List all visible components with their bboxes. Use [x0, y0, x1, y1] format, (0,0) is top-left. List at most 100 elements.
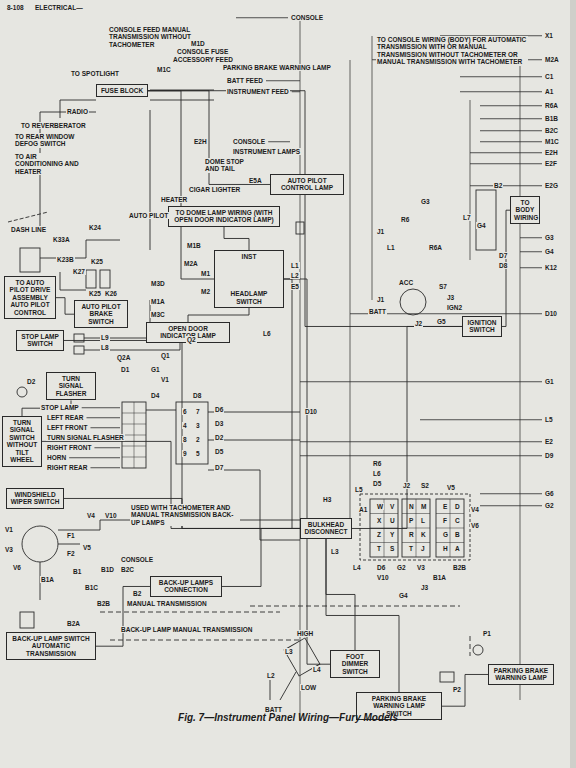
- wire-label: V6: [12, 564, 22, 571]
- wire-label: J1: [376, 296, 385, 303]
- wire-label: K12: [544, 264, 558, 271]
- wire-label: L8: [100, 344, 110, 351]
- wire-label: V: [389, 503, 395, 510]
- wire-label: Q2A: [116, 354, 131, 361]
- wire-label: D10: [304, 408, 318, 415]
- wire-label: D3: [214, 420, 224, 427]
- wire-connector: [284, 279, 330, 664]
- component-box: AUTO PILOT CONTROL LAMP: [270, 174, 344, 195]
- wire-label: R6: [400, 216, 410, 223]
- wire-label: MANUAL TRANSMISSION: [126, 600, 208, 607]
- wire-label: L4: [312, 666, 322, 673]
- wire-label: W: [376, 503, 384, 510]
- wire-label: M1C: [544, 138, 560, 145]
- wire-label: M2A: [544, 56, 560, 63]
- auto-pilot-control-symbol: [20, 248, 40, 272]
- wire-connector: [148, 91, 462, 327]
- component-label: BULKHEAD DISCONNECT: [304, 521, 348, 536]
- wire-label: R: [408, 531, 415, 538]
- wire-label: L4: [352, 564, 362, 571]
- wire-label: G4: [476, 222, 487, 229]
- wire-label: Y: [389, 531, 395, 538]
- wire-label: LEFT REAR: [46, 414, 84, 421]
- wire-label: CONSOLE: [120, 556, 154, 563]
- leader-line: [520, 237, 542, 238]
- leader-line: [480, 130, 542, 131]
- wire-label: E2: [544, 438, 554, 445]
- component-label: STOP LAMP SWITCH: [20, 333, 60, 348]
- wire-connector: [284, 279, 300, 528]
- wire-label: E2F: [544, 160, 558, 167]
- wire-label: B2C: [544, 127, 559, 134]
- wire-label: E5: [290, 283, 300, 290]
- wire-label: M1B: [186, 242, 202, 249]
- wire-label: M3D: [150, 280, 166, 287]
- wire-label: L: [420, 517, 426, 524]
- wire-label: BATT: [368, 308, 387, 315]
- wire-label: 3: [195, 422, 201, 429]
- wire-label: M3C: [150, 311, 166, 318]
- wire-connector: [148, 91, 270, 185]
- leader-line: [520, 251, 542, 252]
- wire-label: G5: [436, 318, 447, 325]
- wire-label: 8-108: [6, 4, 25, 11]
- component-box: BACK-UP LAMPS CONNECTION: [150, 576, 222, 597]
- wire-label: D7: [498, 252, 508, 259]
- wire-label: B1B: [544, 115, 559, 122]
- leader-line: [460, 91, 542, 92]
- component-box: TO AUTO PILOT DRIVE ASSEMBLYAUTO PILOT C…: [4, 276, 56, 319]
- wire-label: M1: [200, 270, 211, 277]
- wire-label: E5A: [248, 177, 263, 184]
- wire-label: 8: [182, 436, 188, 443]
- wire-label: LEFT FRONT: [46, 424, 88, 431]
- wire-label: V3: [416, 564, 426, 571]
- wire-label: G2: [396, 564, 407, 571]
- wire-label: A: [454, 545, 461, 552]
- brake-switch-symbol: [100, 270, 110, 288]
- component-label: PARKING BRAKE WARNING LAMP: [492, 667, 550, 682]
- wire-label: F2: [66, 550, 76, 557]
- leader-line: [90, 427, 120, 428]
- dash-line: [8, 212, 48, 222]
- wire-label: K25: [90, 258, 104, 265]
- wire-label: C1: [544, 73, 554, 80]
- wire-label: INSTRUMENT FEED: [226, 88, 290, 95]
- wire-label: D8: [498, 262, 508, 269]
- leader-line: [86, 417, 120, 418]
- wire-label: L6: [262, 330, 272, 337]
- wire-label: X1: [544, 32, 554, 39]
- component-box: TO DOME LAMP WIRING (WITH OPEN DOOR INDI…: [168, 206, 280, 227]
- wire-label: B1A: [432, 574, 447, 581]
- component-box: WINDSHIELD WIPER SWITCH: [6, 488, 64, 509]
- wire-label: M: [420, 503, 427, 510]
- wire-label: V5: [446, 484, 456, 491]
- wire-label: J2: [414, 320, 423, 327]
- wire-label: N: [408, 503, 415, 510]
- stop-switch-symbol: [74, 346, 84, 354]
- component-box: TURN SIGNAL FLASHER: [46, 372, 96, 400]
- wire-label: D9: [544, 452, 554, 459]
- wire-label: BATT FEED: [226, 77, 264, 84]
- wire-label: B1C: [84, 584, 99, 591]
- wire-label: B1D: [100, 566, 115, 573]
- wire-connector: [222, 528, 300, 586]
- wire-label: G4: [398, 592, 409, 599]
- wire-label: Z: [376, 531, 382, 538]
- brake-switch-symbol: [86, 270, 96, 288]
- component-box: TURN SIGNAL SWITCH WITHOUT TILT WHEEL: [2, 416, 42, 467]
- wire-label: G3: [420, 198, 431, 205]
- wire-label: K24: [88, 224, 102, 231]
- wire-label: HIGH: [296, 630, 314, 637]
- wire-label: M2A: [183, 260, 199, 267]
- wire-label: H: [442, 545, 449, 552]
- wire-label: D2: [214, 434, 224, 441]
- leader-line: [480, 105, 542, 106]
- wire-label: CONSOLE: [232, 138, 266, 145]
- wire-label: V1: [4, 526, 14, 533]
- wire-label: V1: [160, 376, 170, 383]
- wire-label: ACC: [398, 279, 414, 286]
- wire-label: G3: [544, 234, 555, 241]
- wire-label: B2: [493, 182, 503, 189]
- wire-label: U: [389, 517, 396, 524]
- leader-line: [300, 441, 542, 442]
